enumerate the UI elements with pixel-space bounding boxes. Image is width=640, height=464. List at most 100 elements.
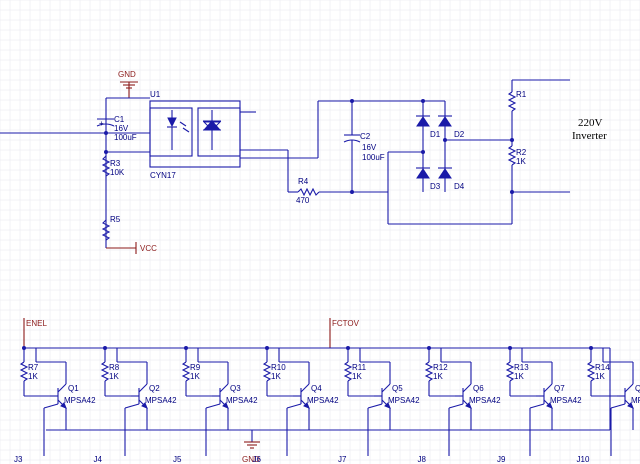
- transistor-label-2: Q2: [149, 384, 160, 393]
- resistor-value-3: 1K: [190, 372, 200, 381]
- resistor-label-7: R13: [514, 363, 529, 372]
- transistor-type-5: MPSA42: [388, 396, 420, 405]
- resistor-r12: [424, 361, 434, 382]
- d1-label: D1: [430, 130, 441, 139]
- r5-label: R5: [110, 215, 121, 224]
- resistor-label-3: R9: [190, 363, 201, 372]
- c1-value: 100uF: [114, 133, 137, 142]
- opto-triac-icon: [202, 110, 222, 150]
- jack-j6: J6: [253, 455, 262, 464]
- resistor-r11: [343, 361, 353, 382]
- transistor-label-1: Q1: [68, 384, 79, 393]
- transistor-label-5: Q5: [392, 384, 403, 393]
- transistor-label-7: Q7: [554, 384, 565, 393]
- r4-label: R4: [298, 177, 309, 186]
- resistor-value-4: 1K: [271, 372, 281, 381]
- gnd-label-bottom: GND: [242, 455, 260, 464]
- r3-label: R3: [110, 159, 121, 168]
- resistor-label-4: R10: [271, 363, 286, 372]
- transistor-label-8: Q8: [635, 384, 640, 393]
- resistor-value-7: 1K: [514, 372, 524, 381]
- resistor-r4: [297, 187, 320, 197]
- resistor-label-2: R8: [109, 363, 120, 372]
- optocoupler-u1: [149, 100, 241, 168]
- d2-label: D2: [454, 130, 465, 139]
- resistor-r14: [586, 361, 596, 382]
- ground-symbol-bottom: [244, 441, 260, 449]
- resistor-value-5: 1K: [352, 372, 362, 381]
- resistor-r1: [507, 91, 517, 112]
- c1-label: C1: [114, 115, 125, 124]
- bottom-circuit: ENEL FCTOV GND R71KQ1MPSA42R81KQ2MPSA42R…: [14, 318, 640, 464]
- resistor-label-5: R11: [352, 363, 367, 372]
- resistor-r10: [262, 361, 272, 382]
- r2-label: R2: [516, 148, 527, 157]
- u1-label: U1: [150, 90, 161, 99]
- transistor-type-1: MPSA42: [64, 396, 96, 405]
- voltage-220v-label: 220V: [578, 117, 603, 129]
- transistor-q5-icon: [359, 348, 391, 456]
- transistor-q1-icon: [35, 348, 67, 456]
- d4-label: D4: [454, 182, 465, 191]
- r2-value: 1K: [516, 157, 526, 166]
- vcc-label: VCC: [140, 244, 157, 253]
- resistor-value-6: 1K: [433, 372, 443, 381]
- resistor-r5: [101, 219, 111, 241]
- resistor-label-6: R12: [433, 363, 448, 372]
- resistor-value-2: 1K: [109, 372, 119, 381]
- resistor-r3: [101, 155, 111, 177]
- plus-sign-c1: +: [99, 119, 104, 128]
- d3-label: D3: [430, 182, 441, 191]
- r1-label: R1: [516, 90, 527, 99]
- capacitor-c1: [96, 118, 115, 127]
- transistor-type-7: MPSA42: [550, 396, 582, 405]
- opto-led-icon: [167, 110, 190, 150]
- cyn17-label: CYN17: [150, 171, 176, 180]
- jack-j8: J8: [418, 455, 427, 464]
- transistor-q4-icon: [278, 348, 310, 456]
- inverter-label: Inverter: [572, 130, 607, 142]
- resistor-value-1: 1K: [28, 372, 38, 381]
- resistor-r2: [507, 145, 517, 166]
- top-circuit: GND + C1 16V 100uF R3 10K R5: [0, 70, 607, 254]
- gnd-label-top: GND: [118, 70, 136, 79]
- jack-j5: J5: [173, 455, 182, 464]
- transistor-type-3: MPSA42: [226, 396, 258, 405]
- transistor-q2-icon: [116, 348, 148, 456]
- transistor-type-2: MPSA42: [145, 396, 177, 405]
- jack-j10: J10: [577, 455, 590, 464]
- transistor-label-3: Q3: [230, 384, 241, 393]
- resistor-value-8: 1K: [595, 372, 605, 381]
- c2-value: 100uF: [362, 153, 385, 162]
- resistor-r7: [19, 361, 29, 382]
- jack-j7: J7: [338, 455, 347, 464]
- c2-label: C2: [360, 132, 371, 141]
- resistor-label-1: R7: [28, 363, 39, 372]
- transistor-q8-icon: [602, 348, 634, 456]
- transistor-label-4: Q4: [311, 384, 322, 393]
- jack-j4: J4: [94, 455, 103, 464]
- transistor-q6-icon: [440, 348, 472, 456]
- c2-voltage: 16V: [362, 143, 377, 152]
- fctov-label: FCTOV: [332, 319, 360, 328]
- r3-value: 10K: [110, 168, 125, 177]
- resistor-label-8: R14: [595, 363, 610, 372]
- diode-d3: [416, 167, 430, 179]
- resistor-r13: [505, 361, 515, 382]
- enel-label: ENEL: [26, 319, 47, 328]
- c1-voltage: 16V: [114, 124, 129, 133]
- transistor-type-6: MPSA42: [469, 396, 501, 405]
- diode-d2: [438, 115, 452, 127]
- transistor-type-8: MPSA42: [631, 396, 640, 405]
- transistor-label-6: Q6: [473, 384, 484, 393]
- transistor-q3-icon: [197, 348, 229, 456]
